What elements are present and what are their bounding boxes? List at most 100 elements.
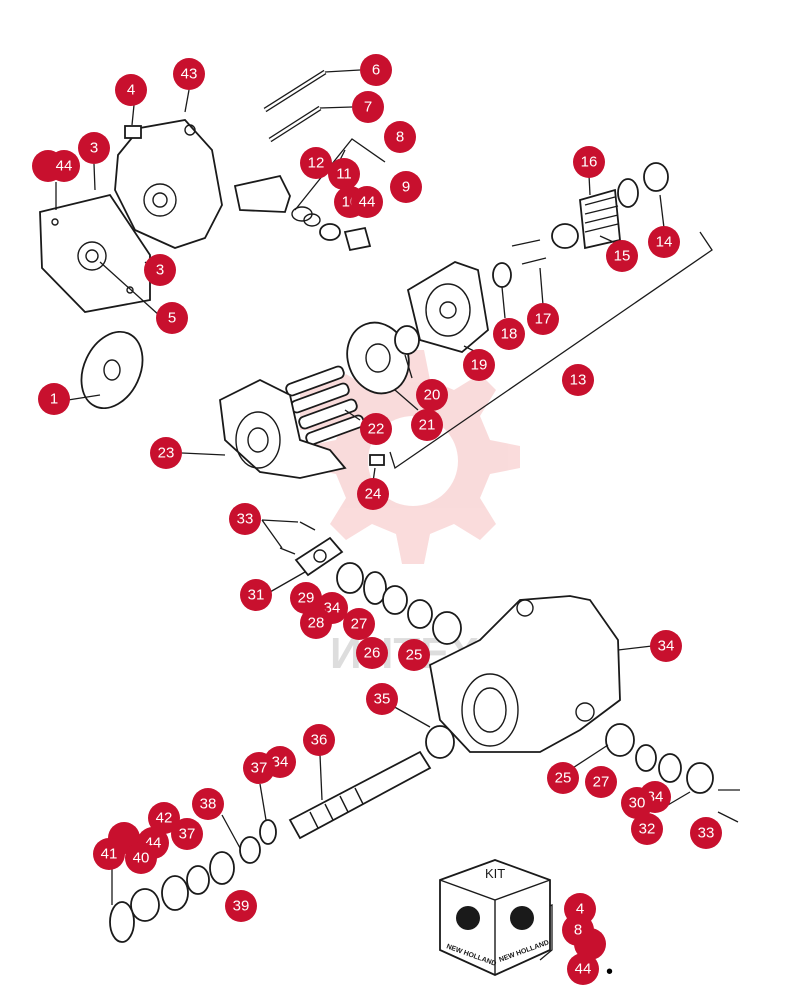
svg-text:9: 9 xyxy=(402,179,410,196)
svg-text:22: 22 xyxy=(368,421,385,438)
svg-text:21: 21 xyxy=(419,417,436,434)
svg-text:3: 3 xyxy=(156,262,164,279)
rear-bearings xyxy=(605,723,740,823)
svg-text:12: 12 xyxy=(308,155,325,172)
svg-text:25: 25 xyxy=(406,647,423,664)
svg-text:34: 34 xyxy=(272,754,289,771)
callout-25-rear: 25 xyxy=(547,762,579,794)
svg-text:32: 32 xyxy=(639,821,656,838)
callout-37-lower: 37 xyxy=(171,818,203,850)
svg-text:13: 13 xyxy=(570,372,587,389)
svg-text:5: 5 xyxy=(168,310,176,327)
callout-9: 9 xyxy=(390,171,422,203)
svg-text:35: 35 xyxy=(374,691,391,708)
callout-33: 33 xyxy=(229,503,261,535)
callout-17: 17 xyxy=(527,303,559,335)
spring-and-washers xyxy=(551,162,669,250)
callout-15: 15 xyxy=(606,240,638,272)
main-pump-housing xyxy=(425,595,621,759)
callout-kit-8: 8 xyxy=(562,914,606,960)
port-plate xyxy=(80,330,144,410)
spool-valve xyxy=(233,174,372,252)
callout-29: 29 xyxy=(290,582,322,614)
svg-text:18: 18 xyxy=(501,326,518,343)
callout-8: 8 xyxy=(384,121,416,153)
callout-39: 39 xyxy=(225,890,257,922)
svg-text:24: 24 xyxy=(365,486,382,503)
callout-43: 43 xyxy=(173,58,205,90)
callout-28: 28 xyxy=(300,607,332,639)
callout-31: 31 xyxy=(240,579,272,611)
svg-text:41: 41 xyxy=(101,846,118,863)
svg-text:1: 1 xyxy=(50,391,58,408)
callout-24: 24 xyxy=(357,478,389,510)
svg-text:33: 33 xyxy=(237,511,254,528)
svg-text:14: 14 xyxy=(656,234,673,251)
callout-13: 13 xyxy=(562,364,594,396)
callout-38: 38 xyxy=(192,788,224,820)
svg-text:8: 8 xyxy=(574,922,582,939)
callout-44-valve: 44 xyxy=(351,186,383,218)
callout-20: 20 xyxy=(416,379,448,411)
callout-18: 18 xyxy=(493,318,525,350)
callout-23: 23 xyxy=(150,437,182,469)
svg-text:36: 36 xyxy=(311,732,328,749)
cylinder-block xyxy=(406,239,547,353)
callout-12: 12 xyxy=(300,147,332,179)
svg-text:39: 39 xyxy=(233,898,250,915)
callout-27-rear: 27 xyxy=(585,766,617,798)
svg-text:11: 11 xyxy=(336,166,352,183)
callout-11: 11 xyxy=(328,158,360,190)
callout-3-lower: 3 xyxy=(144,254,176,286)
svg-text:44: 44 xyxy=(56,158,73,175)
svg-text:30: 30 xyxy=(629,795,646,812)
callout-4: 4 xyxy=(115,74,147,106)
svg-text:20: 20 xyxy=(424,387,441,404)
callout-25: 25 xyxy=(398,639,430,671)
svg-text:19: 19 xyxy=(471,357,488,374)
front-pump-body xyxy=(219,378,385,479)
svg-text:40: 40 xyxy=(133,850,150,867)
svg-text:44: 44 xyxy=(575,961,592,978)
callout-5: 5 xyxy=(156,302,188,334)
swash-plate-ring xyxy=(346,321,420,395)
svg-text:37: 37 xyxy=(179,826,196,843)
callout-32: 32 xyxy=(631,813,663,845)
svg-text:27: 27 xyxy=(351,616,368,633)
shaft-rings xyxy=(109,819,277,943)
svg-text:25: 25 xyxy=(555,770,572,787)
callout-19: 19 xyxy=(463,349,495,381)
svg-text:16: 16 xyxy=(581,154,598,171)
kit-label: KIT xyxy=(485,866,505,881)
svg-text:4: 4 xyxy=(576,901,584,918)
callout-41: 41 xyxy=(93,838,125,870)
callout-37: 37 xyxy=(243,752,275,784)
flange-plate xyxy=(279,521,344,577)
callout-3: 3 xyxy=(78,132,110,164)
kit-marker: • xyxy=(606,961,613,983)
callout-kit-44: 44 xyxy=(567,953,599,985)
svg-text:3: 3 xyxy=(90,140,98,157)
new-holland-logo-left xyxy=(456,906,480,930)
pistons-set xyxy=(285,365,365,446)
drive-shaft xyxy=(288,750,432,840)
callout-21: 21 xyxy=(411,409,443,441)
callout-35: 35 xyxy=(366,683,398,715)
seals-bearings-front xyxy=(336,562,462,645)
svg-text:37: 37 xyxy=(251,760,268,777)
callout-33-rear: 33 xyxy=(690,817,722,849)
svg-text:33: 33 xyxy=(698,825,715,842)
svg-text:38: 38 xyxy=(200,796,217,813)
long-bolts xyxy=(263,69,327,143)
callout-1: 1 xyxy=(38,383,70,415)
callout-44-left: 44 xyxy=(32,150,80,182)
svg-text:15: 15 xyxy=(614,248,631,265)
callout-16: 16 xyxy=(573,146,605,178)
new-holland-logo-right xyxy=(510,906,534,930)
callout-30: 30 xyxy=(621,787,653,819)
callout-42: 42 xyxy=(148,802,180,834)
svg-text:4: 4 xyxy=(127,82,135,99)
svg-text:29: 29 xyxy=(298,590,315,607)
svg-text:17: 17 xyxy=(535,311,552,328)
